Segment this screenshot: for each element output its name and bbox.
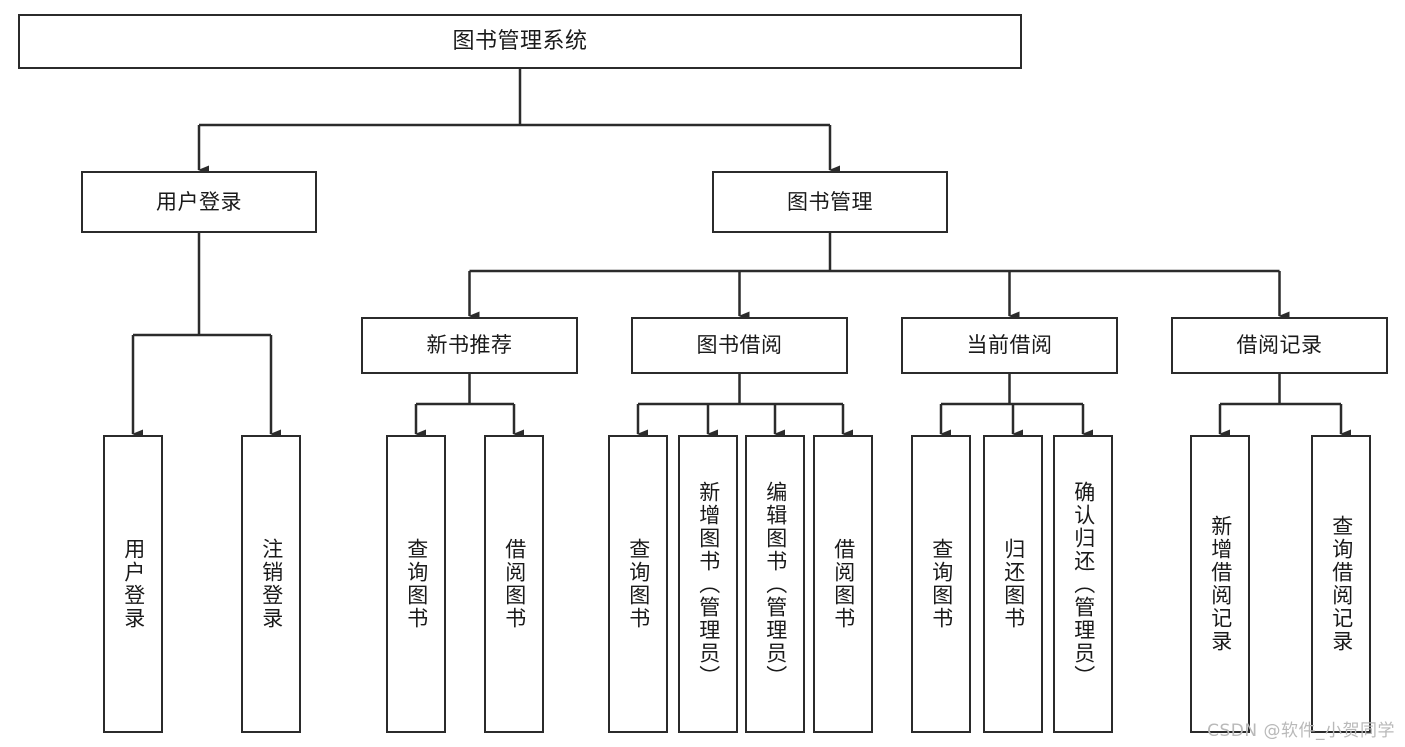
node-label: 归还图书 xyxy=(1001,538,1026,630)
node-label: 查询图书 xyxy=(404,538,429,630)
node-label: 新增图书（管理员） xyxy=(696,480,721,688)
node-label: 用户登录 xyxy=(121,538,146,630)
node-l-borrow-book-1[interactable]: 借阅图书 xyxy=(484,435,544,733)
node-label: 用户登录 xyxy=(156,189,242,214)
node-n-book-borrow[interactable]: 图书借阅 xyxy=(631,317,848,374)
node-n-user-login[interactable]: 用户登录 xyxy=(81,171,317,233)
node-n-borrow-record[interactable]: 借阅记录 xyxy=(1171,317,1388,374)
node-label: 编辑图书（管理员） xyxy=(763,480,788,688)
node-label: 图书管理 xyxy=(787,189,873,214)
node-l-query-record[interactable]: 查询借阅记录 xyxy=(1311,435,1371,733)
node-label: 当前借阅 xyxy=(966,333,1053,357)
node-label: 查询借阅记录 xyxy=(1329,515,1354,653)
node-n-new-book-rec[interactable]: 新书推荐 xyxy=(361,317,578,374)
node-label: 注销登录 xyxy=(259,538,284,630)
node-label: 查询图书 xyxy=(929,538,954,630)
node-label: 借阅记录 xyxy=(1236,333,1323,357)
node-l-borrow-book-2[interactable]: 借阅图书 xyxy=(813,435,873,733)
node-label: 借阅图书 xyxy=(831,538,856,630)
node-label: 查询图书 xyxy=(626,538,651,630)
node-label: 新增借阅记录 xyxy=(1208,515,1233,653)
node-l-edit-book[interactable]: 编辑图书（管理员） xyxy=(745,435,805,733)
node-l-logout[interactable]: 注销登录 xyxy=(241,435,301,733)
watermark: CSDN @软件_小贺同学 xyxy=(1207,721,1395,741)
node-n-book-manage[interactable]: 图书管理 xyxy=(712,171,948,233)
node-l-confirm-return[interactable]: 确认归还（管理员） xyxy=(1053,435,1113,733)
node-label: 借阅图书 xyxy=(502,538,527,630)
node-n-current-borrow[interactable]: 当前借阅 xyxy=(901,317,1118,374)
node-label: 确认归还（管理员） xyxy=(1071,480,1096,688)
node-l-query-book-3[interactable]: 查询图书 xyxy=(911,435,971,733)
node-l-add-book[interactable]: 新增图书（管理员） xyxy=(678,435,738,733)
node-l-query-book-1[interactable]: 查询图书 xyxy=(386,435,446,733)
node-label: 图书管理系统 xyxy=(452,28,588,54)
node-label: 新书推荐 xyxy=(426,333,513,357)
node-l-user-login[interactable]: 用户登录 xyxy=(103,435,163,733)
node-label: 图书借阅 xyxy=(696,333,783,357)
node-l-add-record[interactable]: 新增借阅记录 xyxy=(1190,435,1250,733)
node-root[interactable]: 图书管理系统 xyxy=(18,14,1022,69)
node-l-query-book-2[interactable]: 查询图书 xyxy=(608,435,668,733)
node-l-return-book[interactable]: 归还图书 xyxy=(983,435,1043,733)
